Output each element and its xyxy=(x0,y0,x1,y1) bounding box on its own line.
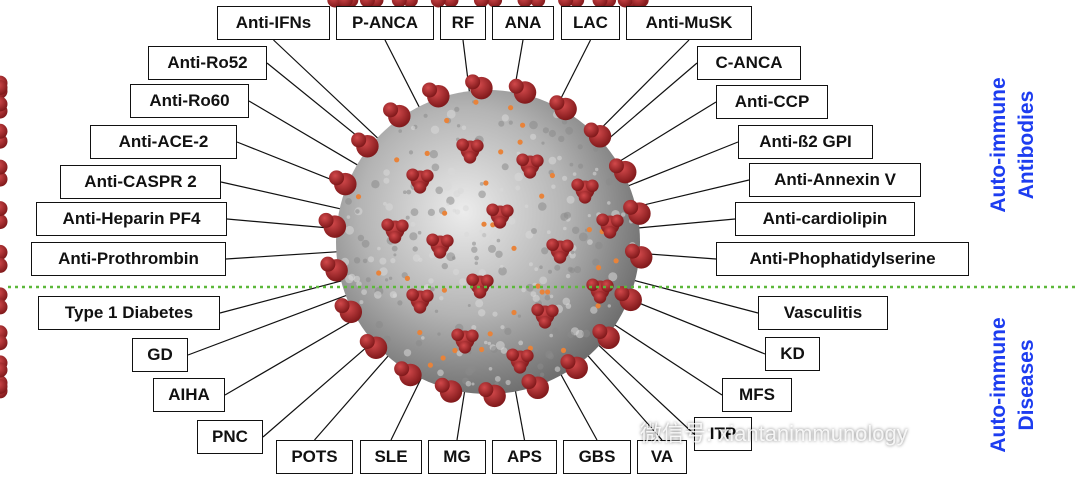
label-anti-phophatidylserine: Anti-Phophatidylserine xyxy=(716,242,969,276)
section-label-diseases-line1: Auto-immune xyxy=(987,317,1010,453)
label-anti-ifns: Anti-IFNs xyxy=(217,6,330,40)
label-rf: RF xyxy=(440,6,486,40)
label-anti-ro52: Anti-Ro52 xyxy=(148,46,267,80)
section-label-diseases-line2: Diseases xyxy=(1015,339,1038,431)
label-anti-ccp: Anti-CCP xyxy=(716,85,828,119)
label-anti-heparin-pf4: Anti-Heparin PF4 xyxy=(36,202,227,236)
label-aps: APS xyxy=(492,440,557,474)
label-mg: MG xyxy=(428,440,486,474)
label-pnc: PNC xyxy=(197,420,263,454)
label-anti-b2-gpi: Anti-ß2 GPI xyxy=(738,125,873,159)
watermark: 微信号: xiantanimmunology xyxy=(640,421,908,446)
label-anti-ace-2: Anti-ACE-2 xyxy=(90,125,237,159)
label-lac: LAC xyxy=(561,6,620,40)
section-label-antibodies-line1: Auto-immune xyxy=(987,77,1010,213)
label-c-anca: C-ANCA xyxy=(697,46,801,80)
label-anti-musk: Anti-MuSK xyxy=(626,6,752,40)
label-anti-cardiolipin: Anti-cardiolipin xyxy=(735,202,915,236)
coronavirus-image xyxy=(0,0,653,408)
label-vasculitis: Vasculitis xyxy=(758,296,888,330)
label-type-1-diabetes: Type 1 Diabetes xyxy=(38,296,220,330)
label-aiha: AIHA xyxy=(153,378,225,412)
label-sle: SLE xyxy=(360,440,422,474)
label-gbs: GBS xyxy=(563,440,631,474)
label-anti-ro60: Anti-Ro60 xyxy=(130,84,249,118)
label-anti-annexin-v: Anti-Annexin V xyxy=(749,163,921,197)
connector-lines xyxy=(187,39,766,441)
section-label-antibodies-line2: Antibodies xyxy=(1015,90,1038,200)
label-ana: ANA xyxy=(492,6,554,40)
section-label-diseases: Auto-immune Diseases xyxy=(985,300,1041,470)
label-anti-prothrombin: Anti-Prothrombin xyxy=(31,242,226,276)
label-gd: GD xyxy=(132,338,188,372)
section-label-antibodies: Auto-immune Antibodies xyxy=(985,60,1041,230)
label-kd: KD xyxy=(765,337,820,371)
label-itp: ITP xyxy=(694,417,752,451)
label-p-anca: P-ANCA xyxy=(336,6,434,40)
label-pots: POTS xyxy=(276,440,353,474)
label-va: VA xyxy=(637,440,687,474)
label-anti-caspr-2: Anti-CASPR 2 xyxy=(60,165,221,199)
label-mfs: MFS xyxy=(722,378,792,412)
